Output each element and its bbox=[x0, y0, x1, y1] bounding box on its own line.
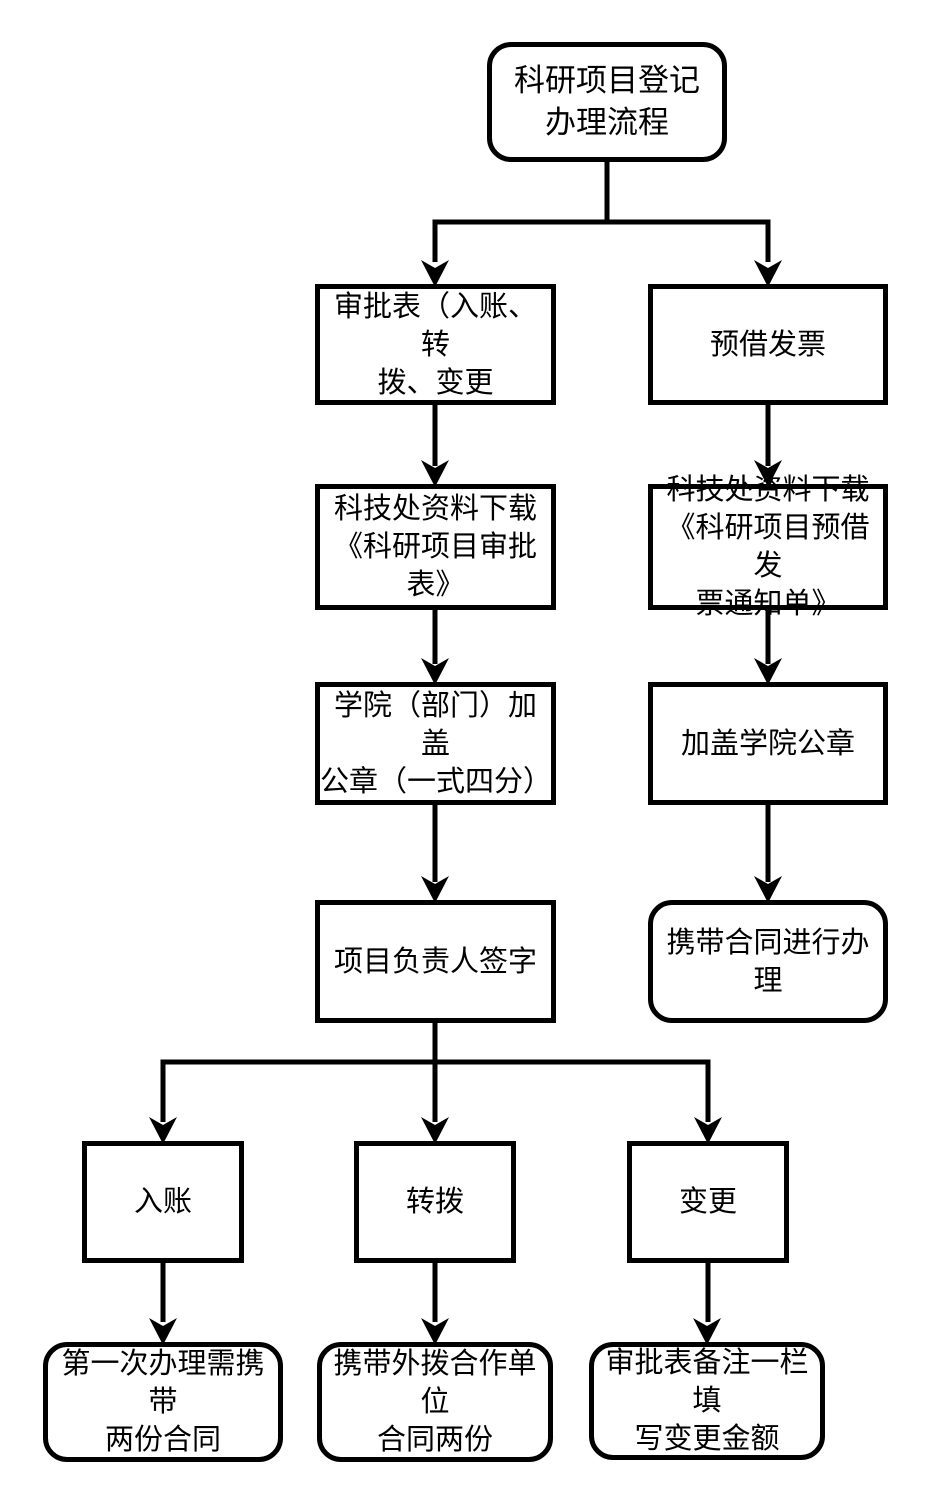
node-advance-invoice: 预借发票 bbox=[648, 284, 888, 405]
node-approval-form: 审批表（入账、转 拨、变更 bbox=[315, 284, 556, 405]
arrowhead-to-department-seal bbox=[421, 658, 449, 685]
arrowhead-to-download-approval bbox=[421, 460, 449, 487]
connector-signature-split bbox=[160, 1023, 711, 1122]
node-change-amount-note: 审批表备注一栏填 写变更金额 bbox=[589, 1342, 825, 1460]
arrowhead-to-advance-invoice bbox=[754, 260, 782, 287]
node-change: 变更 bbox=[627, 1141, 789, 1263]
node-bring-contract: 携带合同进行办理 bbox=[648, 900, 888, 1023]
node-college-seal: 加盖学院公章 bbox=[648, 682, 888, 805]
node-transfer: 转拨 bbox=[354, 1141, 516, 1263]
arrowhead-to-leader-signature bbox=[421, 876, 449, 903]
node-download-invoice-notice: 科技处资料下载 《科研项目预借发 票通知单》 bbox=[648, 474, 888, 620]
node-first-time-contracts: 第一次办理需携带 两份合同 bbox=[43, 1342, 283, 1462]
arrowhead-to-entry bbox=[149, 1117, 177, 1144]
node-download-approval-form: 科技处资料下载 《科研项目审批 表》 bbox=[315, 484, 556, 610]
node-department-seal: 学院（部门）加盖 公章（一式四分） bbox=[315, 682, 556, 805]
node-title: 科研项目登记 办理流程 bbox=[487, 42, 727, 162]
arrowhead-to-transfer bbox=[421, 1117, 449, 1144]
arrowhead-to-change bbox=[694, 1117, 722, 1144]
arrowhead-to-bring-contract bbox=[754, 876, 782, 903]
arrowhead-to-approval-form bbox=[421, 260, 449, 287]
arrowhead-to-change-amount-note bbox=[693, 1318, 721, 1345]
arrowhead-to-transfer-contracts bbox=[421, 1318, 449, 1345]
node-leader-signature: 项目负责人签字 bbox=[315, 900, 556, 1023]
arrowhead-to-college-seal bbox=[754, 658, 782, 685]
arrowhead-to-first-time-contracts bbox=[149, 1318, 177, 1345]
connector-title-split bbox=[432, 160, 771, 262]
node-transfer-contracts: 携带外拨合作单位 合同两份 bbox=[317, 1342, 553, 1462]
node-entry: 入账 bbox=[82, 1141, 244, 1263]
arrowhead-to-download-invoice bbox=[754, 460, 782, 487]
